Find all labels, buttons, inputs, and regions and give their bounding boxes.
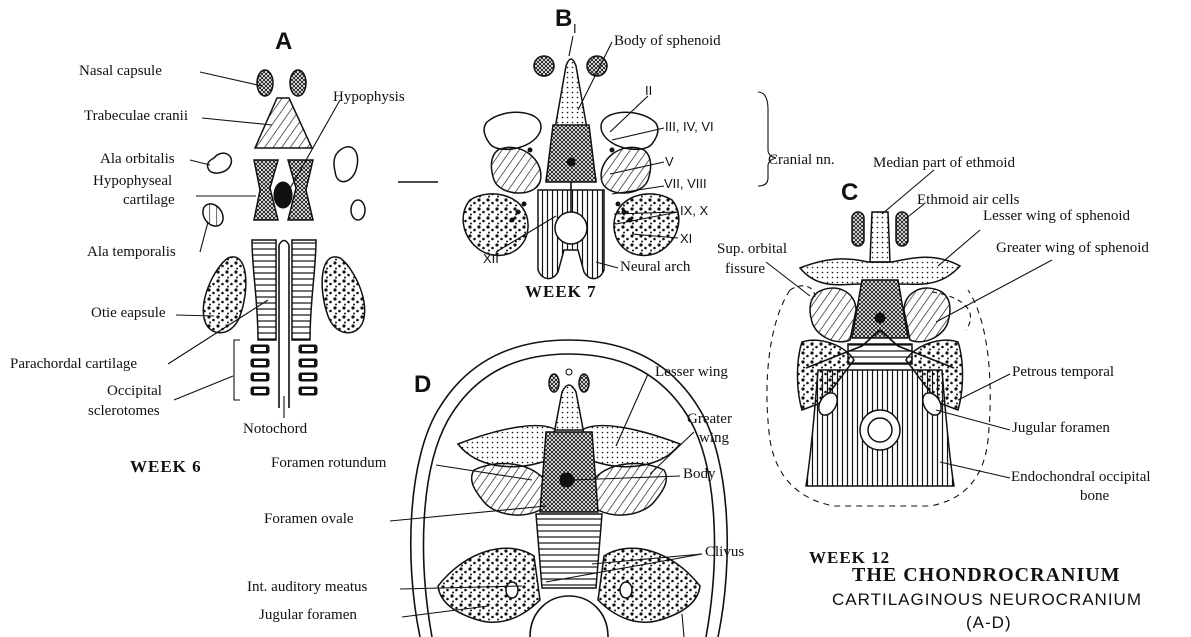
label-greater-wing-of-sphenoid: Greater wing of sphenoid (996, 241, 1149, 256)
b-greater-wing-left (491, 147, 541, 193)
label-lesser-wing: Lesser wing (655, 365, 728, 380)
figure-range: (A-D) (966, 614, 1012, 631)
figure-subtitle: CARTILAGINOUS NEUROCRANIUM (832, 591, 1142, 608)
label-hypophyseal-cartilage-line2: cartilage (123, 193, 175, 208)
label-median-part-of-ethmoid: Median part of ethmoid (873, 156, 1015, 171)
notochord-shape (279, 241, 289, 409)
d-petrous-left (438, 548, 540, 622)
otic-capsule-left (203, 257, 245, 333)
label-nasal-capsule: Nasal capsule (79, 64, 162, 79)
label-cn-iii-iv-vi: III, IV, VI (665, 120, 714, 133)
ala-orbitalis-right (334, 147, 358, 182)
c-greater-wing-right (904, 288, 950, 342)
label-clivus: Clivus (705, 545, 744, 560)
panel-c-drawing (767, 212, 990, 506)
label-trabeculae-cranii: Trabeculae cranii (84, 109, 188, 124)
sclerotome-bracket (234, 340, 240, 400)
label-occipital-sclerotomes-line1: Occipital (107, 384, 162, 399)
label-cranial-nn: Cranial nn. (768, 153, 835, 168)
parachordal-cartilage-right (292, 240, 316, 340)
label-foramen-ovale: Foramen ovale (264, 512, 354, 527)
d-clivus (536, 514, 602, 588)
cranial-nn-brace (758, 92, 776, 186)
d-sphenoid-body (540, 432, 598, 512)
label-ethmoid-air-cells: Ethmoid air cells (917, 193, 1019, 208)
nasal-capsule-right (290, 70, 306, 96)
label-cn-xi: XI (680, 232, 692, 245)
week-6-caption: WEEK 6 (130, 458, 202, 475)
occipital-sclerotomes (251, 345, 317, 395)
week-7-caption: WEEK 7 (525, 283, 597, 300)
label-cn-ix-x: IX, X (680, 204, 708, 217)
label-greater-wing-line2: wing (699, 431, 729, 446)
panel-b-letter: B (555, 7, 572, 31)
label-sup-orbital-fissure-line1: Sup. orbital (717, 242, 787, 257)
b-otic-right (614, 194, 679, 256)
sphenoid-core-b (546, 125, 596, 182)
ethmoid-air-cells-right (896, 212, 908, 246)
label-notochord: Notochord (243, 422, 307, 437)
ala-orbitalis-left (207, 153, 231, 173)
panel-c-letter: C (841, 181, 858, 205)
label-occipital-sclerotomes-line2: sclerotomes (88, 404, 160, 419)
b-foramen-magnum (555, 212, 587, 244)
d-greater-wing-right (590, 463, 666, 515)
label-foramen-rotundum: Foramen rotundum (271, 456, 386, 471)
olfactory-left (534, 56, 554, 76)
b-lesser-wing-left (484, 112, 541, 149)
label-body: Body (683, 467, 716, 482)
label-body-of-sphenoid: Body of sphenoid (614, 34, 721, 49)
label-endochondral-occipital-bone-line1: Endochondral occipital (1011, 470, 1151, 485)
label-greater-wing-line1: Greater (687, 412, 732, 427)
panel-d-letter: D (414, 373, 431, 397)
label-cn-v: V (665, 155, 674, 168)
panel-a-letter: A (275, 30, 292, 54)
b-lesser-wing-right (601, 112, 658, 149)
label-int-auditory-meatus: Int. auditory meatus (247, 580, 367, 595)
label-otic-capsule: Otie eapsule (91, 306, 166, 321)
label-c-jugular-foramen: Jugular foramen (1012, 421, 1110, 436)
label-ala-orbitalis: Ala orbitalis (100, 152, 175, 167)
label-petrous-temporal: Petrous temporal (1012, 365, 1114, 380)
label-cn-xii: XII (483, 252, 499, 265)
nasal-capsule-left (257, 70, 273, 96)
ala-temporalis-left (199, 200, 228, 230)
label-hypophyseal-cartilage-line1: Hypophyseal (93, 174, 172, 189)
hypophysis-shape (274, 182, 292, 208)
ethmoid-air-cells-left (852, 212, 864, 246)
b-otic-left (463, 194, 528, 256)
panel-d-drawing (411, 340, 727, 637)
label-neural-arch: Neural arch (620, 260, 690, 275)
label-cn-i: I (573, 22, 577, 35)
label-d-jugular-foramen: Jugular foramen (259, 608, 357, 623)
median-ethmoid (870, 212, 890, 262)
label-parachordal-cartilage: Parachordal cartilage (10, 357, 137, 372)
parachordal-cartilage-left (252, 240, 276, 340)
label-ala-temporalis: Ala temporalis (87, 245, 176, 260)
label-cn-ii: II (645, 84, 652, 97)
label-sup-orbital-fissure-line2: fissure (725, 262, 765, 277)
label-endochondral-occipital-bone-line2: bone (1080, 489, 1109, 504)
figure-title: THE CHONDROCRANIUM (852, 565, 1121, 585)
label-cn-vii-viii: VII, VIII (664, 177, 707, 190)
label-hypophysis: Hypophysis (333, 90, 405, 105)
c-sphenoid-body (852, 280, 908, 338)
label-lesser-wing-of-sphenoid: Lesser wing of sphenoid (983, 209, 1130, 224)
c-greater-wing-left (810, 288, 856, 342)
ala-temporalis-right (351, 200, 365, 220)
trabeculae-cranii-shape (255, 98, 312, 148)
otic-capsule-right (322, 257, 364, 333)
